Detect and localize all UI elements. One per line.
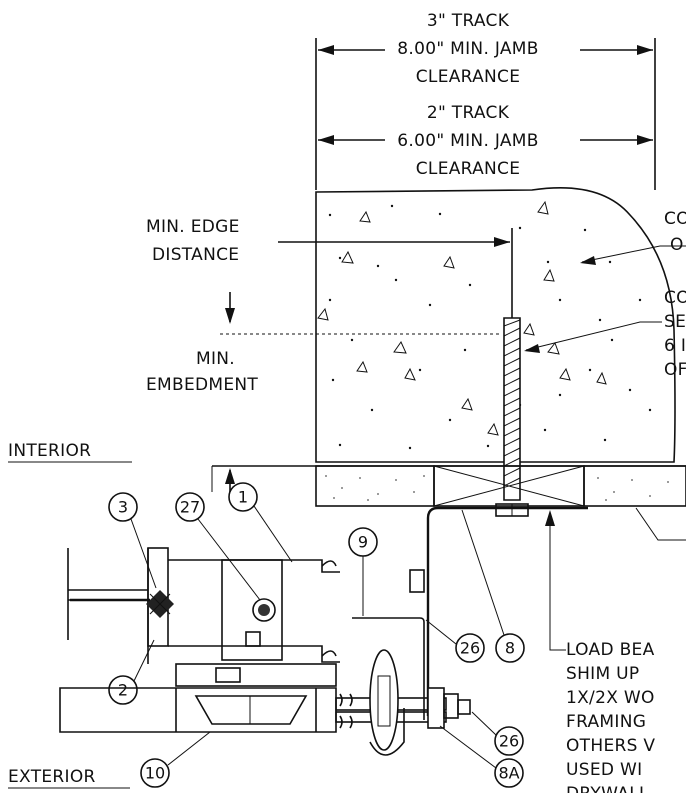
angle-clip — [426, 506, 588, 716]
note-anchor-leader — [524, 321, 662, 353]
callout-26-upper: 26 — [425, 619, 485, 663]
interior-label: INTERIOR — [8, 441, 91, 461]
dim-2in-line1: 2" TRACK — [427, 103, 510, 123]
note-shim-line2: SHIM UP — [566, 664, 639, 684]
callout-27: 27 — [175, 492, 261, 601]
svg-text:27: 27 — [180, 498, 200, 517]
dim-3in-line2: 8.00" MIN. JAMB — [397, 39, 538, 59]
anchor-strap — [352, 569, 425, 756]
svg-text:10: 10 — [145, 764, 165, 783]
exterior-label: EXTERIOR — [8, 767, 96, 787]
bottom-track — [59, 663, 337, 733]
callout-1: 1 — [228, 482, 293, 563]
svg-text:2: 2 — [118, 681, 128, 700]
callout-9: 9 — [348, 527, 378, 616]
embedment-dimension — [220, 292, 500, 492]
note-shim-line5: OTHERS V — [566, 736, 655, 756]
svg-text:8A: 8A — [498, 764, 519, 783]
edge-distance-dimension — [278, 237, 510, 247]
dim-3in-line1: 3" TRACK — [427, 11, 510, 31]
note-filler-leader — [635, 507, 686, 541]
note-shim-leader — [545, 510, 566, 651]
svg-text:1: 1 — [238, 488, 248, 507]
callout-8a: 8A — [439, 725, 524, 788]
min-embedment-line2: EMBEDMENT — [146, 375, 258, 395]
concrete-triangles — [317, 200, 607, 436]
dim-2in-line2: 6.00" MIN. JAMB — [397, 131, 538, 151]
note-shim-line1: LOAD BEA — [566, 640, 655, 660]
note-anchor-line4: OF — [664, 360, 686, 380]
min-embedment-line1: MIN. — [196, 349, 235, 369]
callout-3: 3 — [108, 492, 157, 589]
callout-26-lower: 26 — [471, 711, 524, 756]
glazing-seal — [70, 590, 174, 618]
note-shim-line7: DRYWALL — [566, 784, 649, 793]
callout-2: 2 — [108, 639, 155, 705]
note-anchor-line1: CO — [664, 288, 686, 308]
svg-text:26: 26 — [499, 732, 519, 751]
note-shim-line6: USED WI — [566, 760, 642, 780]
callout-8: 8 — [461, 509, 525, 663]
concrete-aggregate — [328, 204, 652, 450]
min-edge-distance-line1: MIN. EDGE — [146, 217, 240, 237]
note-concrete-line2: O — [670, 235, 684, 255]
callout-10: 10 — [140, 731, 211, 788]
note-anchor-line2: SE — [664, 312, 686, 332]
note-shim-line3: 1X/2X WO — [566, 688, 655, 708]
dimension-lines — [315, 38, 656, 190]
min-edge-distance-line2: DISTANCE — [152, 245, 239, 265]
note-concrete-leader — [580, 245, 686, 265]
dim-3in-line3: CLEARANCE — [416, 67, 521, 87]
note-shim-line4: FRAMING — [566, 712, 646, 732]
concrete-mass — [315, 187, 676, 463]
jamb-filler-strip — [211, 465, 686, 507]
svg-text:26: 26 — [460, 639, 480, 658]
track-fastener — [335, 687, 471, 729]
note-anchor-line3: 6 I — [664, 336, 686, 356]
svg-text:9: 9 — [358, 533, 368, 552]
svg-text:3: 3 — [118, 498, 128, 517]
svg-text:8: 8 — [505, 639, 515, 658]
dim-2in-line3: CLEARANCE — [416, 159, 521, 179]
frame-extrusion — [67, 547, 340, 664]
note-concrete-line1: CO — [664, 209, 686, 229]
concrete-anchor-screw — [495, 228, 529, 517]
